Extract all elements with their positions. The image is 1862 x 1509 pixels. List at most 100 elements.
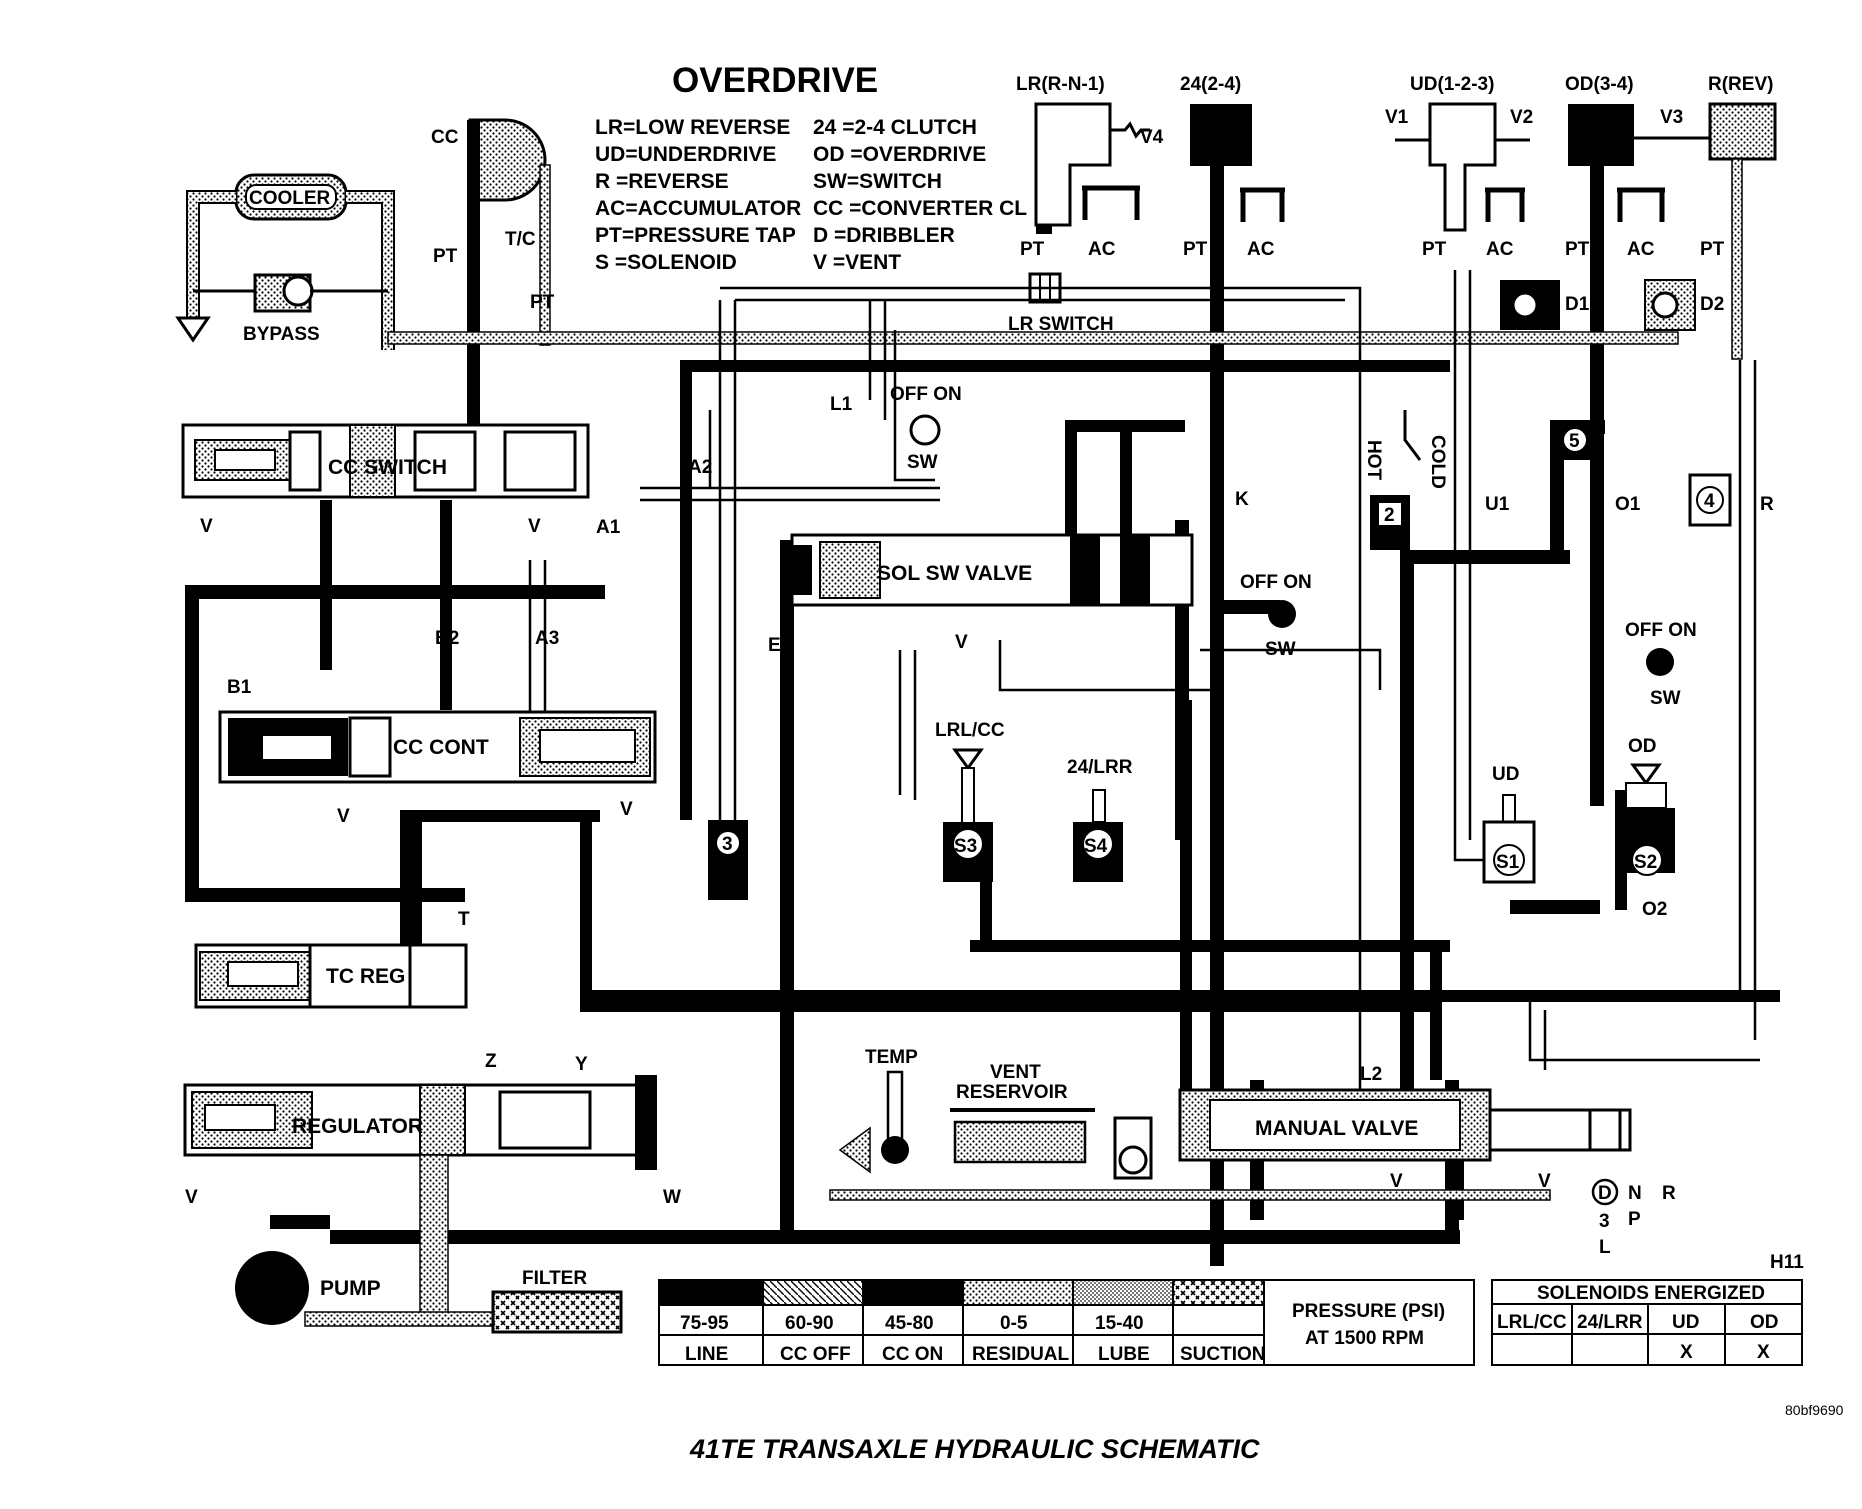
od-label: OD bbox=[1628, 736, 1657, 757]
figure-caption: 41TE TRANSAXLE HYDRAULIC SCHEMATIC bbox=[689, 1434, 1260, 1464]
legend-entry: UD=UNDERDRIVE bbox=[595, 143, 776, 166]
v3-label: V3 bbox=[1660, 107, 1683, 128]
solenoid-header: LRL/CC bbox=[1497, 1312, 1567, 1333]
d2-label: D2 bbox=[1700, 294, 1724, 315]
legend-entry: PT=PRESSURE TAP bbox=[595, 224, 796, 247]
sw-label: SW bbox=[1265, 639, 1296, 660]
vent-label: V bbox=[955, 632, 968, 653]
legend-entry: LR=LOW REVERSE bbox=[595, 116, 790, 139]
od-pressure-switch: OFF ON SW O1 bbox=[1615, 494, 1697, 709]
clutch-ud: UD(1-2-3) V1 V2 PT AC bbox=[1385, 74, 1533, 260]
regulator-label: REGULATOR bbox=[292, 1115, 423, 1138]
tc-regulator-valve: TC REG T bbox=[194, 909, 470, 1009]
vent-label: VENT bbox=[990, 1062, 1041, 1083]
pressure-regulator: REGULATOR V W Z Y bbox=[183, 1051, 681, 1316]
pressure-name: SUCTION bbox=[1180, 1344, 1266, 1365]
ac-label: AC bbox=[1247, 239, 1275, 260]
off-on-label: OFF ON bbox=[890, 384, 962, 405]
solenoid-header: 24/LRR bbox=[1577, 1312, 1643, 1333]
y-label: Y bbox=[575, 1054, 588, 1075]
page-title: OVERDRIVE bbox=[672, 61, 878, 100]
n3-label: 3 bbox=[722, 834, 733, 855]
lr-switch-label: LR SWITCH bbox=[1008, 314, 1114, 335]
lube-line bbox=[387, 331, 1679, 345]
24-lr-label: 24/LRR bbox=[1067, 757, 1133, 778]
clutch-24: 24(2-4) PT AC bbox=[1180, 74, 1285, 1266]
gear-d: D bbox=[1598, 1183, 1612, 1204]
cc-switch-valve: CC SWITCH V V A1 bbox=[181, 423, 621, 538]
check-ball bbox=[1113, 1116, 1153, 1180]
sw-label: SW bbox=[907, 452, 938, 473]
dribbler-d2: D2 bbox=[1644, 279, 1724, 331]
solenoid-s4: 24/LRR S4 bbox=[1067, 757, 1133, 882]
torque-converter: CC T/C PT PT bbox=[431, 118, 555, 450]
cooler: COOLER bbox=[175, 173, 395, 350]
o1-label: O1 bbox=[1615, 494, 1641, 515]
pump-label: PUMP bbox=[320, 1277, 381, 1300]
dribbler-d1: D1 bbox=[1500, 280, 1590, 330]
a3-label: A3 bbox=[535, 628, 559, 649]
solenoid-header: OD bbox=[1750, 1312, 1779, 1333]
clutch-24-label: 24(2-4) bbox=[1180, 74, 1241, 95]
residual-line bbox=[829, 1189, 1551, 1201]
d1-label: D1 bbox=[1565, 294, 1590, 315]
l1-label: L1 bbox=[830, 394, 853, 415]
pt-label: PT bbox=[530, 292, 555, 313]
lr-cc-label: LRL/CC bbox=[935, 720, 1005, 741]
tc-label: T/C bbox=[505, 229, 536, 250]
s1-label: S1 bbox=[1496, 852, 1520, 873]
ac-label: AC bbox=[1627, 239, 1655, 260]
figure-code: 80bf9690 bbox=[1785, 1402, 1844, 1418]
solenoid-s3: LRL/CC S3 bbox=[935, 720, 1005, 882]
b2-label: B2 bbox=[435, 628, 459, 649]
vent-label: V bbox=[528, 516, 541, 537]
pressure-name: CC OFF bbox=[780, 1344, 851, 1365]
cc-label: CC bbox=[431, 127, 459, 148]
clutch-od-label: OD(3-4) bbox=[1565, 74, 1634, 95]
pressure-value: 45-80 bbox=[885, 1313, 934, 1334]
pressure-value: 75-95 bbox=[680, 1313, 729, 1334]
solenoid-mark: X bbox=[1757, 1342, 1770, 1363]
legend-entry: S =SOLENOID bbox=[595, 251, 737, 274]
gear-n: N bbox=[1628, 1183, 1642, 1204]
24-pressure-switch: OFF ON SW K bbox=[1235, 489, 1312, 660]
n5-label: 5 bbox=[1569, 431, 1580, 452]
circuit-marker-4: 4 R bbox=[1688, 473, 1774, 527]
pt-label: PT bbox=[1565, 239, 1590, 260]
vent-label: V bbox=[185, 1187, 198, 1208]
vent-label: V bbox=[200, 516, 213, 537]
pt-label: PT bbox=[1700, 239, 1725, 260]
a1-label: A1 bbox=[596, 517, 621, 538]
l2-label: L2 bbox=[1360, 1064, 1382, 1085]
s2-label: S2 bbox=[1634, 852, 1657, 873]
lr-switch: LR SWITCH bbox=[1008, 272, 1114, 335]
abbreviation-legend: LR=LOW REVERSE UD=UNDERDRIVE R =REVERSE … bbox=[595, 116, 1027, 274]
v2-label: V2 bbox=[1510, 107, 1533, 128]
pt-label: PT bbox=[1183, 239, 1208, 260]
o2-label: O2 bbox=[1642, 899, 1667, 920]
pressure-legend-table: 75-95 60-90 45-80 0-5 15-40 LINE CC OFF … bbox=[658, 1279, 1475, 1366]
pt-label: PT bbox=[433, 246, 458, 267]
legend-entry: AC=ACCUMULATOR bbox=[595, 197, 801, 220]
circuit-marker-3: 3 bbox=[708, 820, 748, 900]
vent-label: V bbox=[1538, 1171, 1551, 1192]
manual-valve-label: MANUAL VALVE bbox=[1255, 1117, 1418, 1140]
sw-label: SW bbox=[1650, 688, 1681, 709]
solenoid-mark: X bbox=[1680, 1342, 1693, 1363]
pt-label: PT bbox=[1422, 239, 1447, 260]
solenoid-s2: OD S2 O2 bbox=[1620, 736, 1675, 920]
pressure-name: LUBE bbox=[1098, 1344, 1150, 1365]
sol-sw-valve-label: SOL SW VALVE bbox=[877, 562, 1032, 585]
hot-label: HOT bbox=[1363, 440, 1384, 481]
solenoid-header: UD bbox=[1672, 1312, 1699, 1333]
legend-entry: CC =CONVERTER CL bbox=[813, 197, 1027, 220]
solenoid-table-title: SOLENOIDS ENERGIZED bbox=[1537, 1283, 1765, 1304]
reservoir-label: RESERVOIR bbox=[956, 1082, 1068, 1103]
r-label: R bbox=[1760, 494, 1774, 515]
cooler-label: COOLER bbox=[249, 188, 331, 209]
bypass-valve: BYPASS bbox=[193, 273, 388, 345]
ud-label: UD bbox=[1492, 764, 1519, 785]
pressure-caption: AT 1500 RPM bbox=[1305, 1328, 1424, 1349]
clutch-rev-label: R(REV) bbox=[1708, 74, 1773, 95]
